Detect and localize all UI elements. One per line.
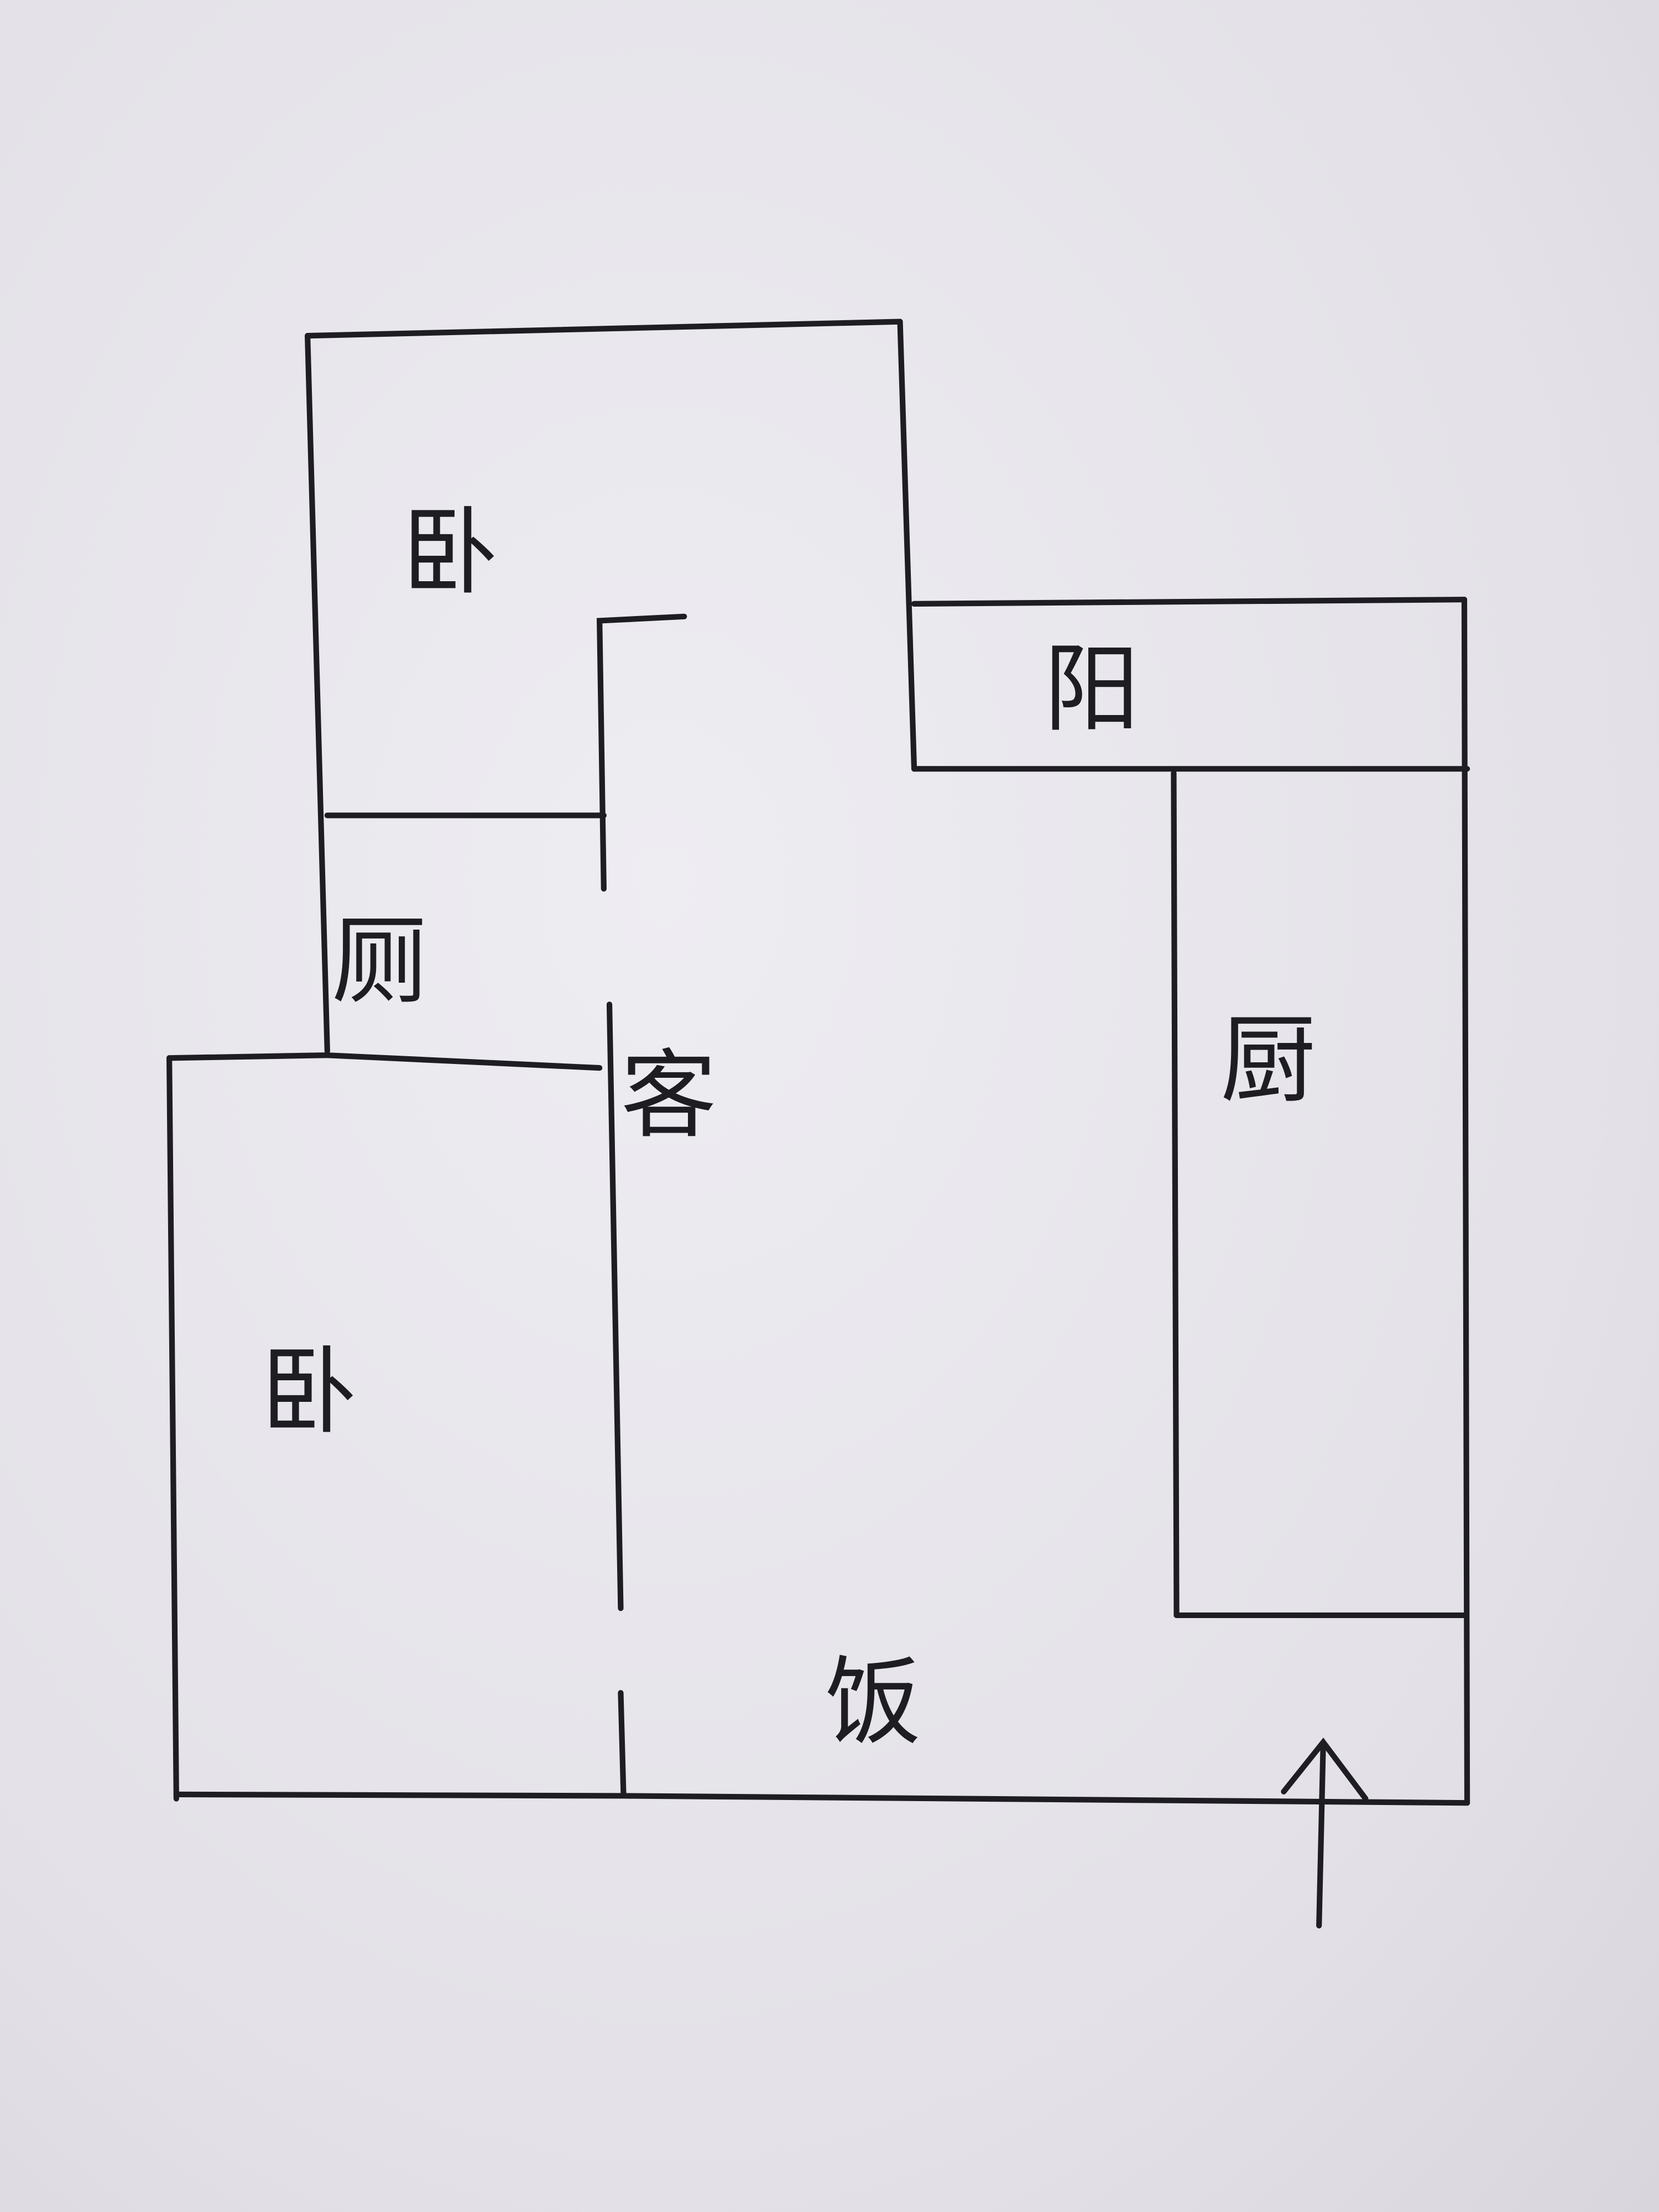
south-wall	[620, 1793, 1470, 1806]
room-label-kitchen: 厨	[1220, 1004, 1316, 1116]
room-label-bedroom-south: 卧	[261, 1336, 357, 1448]
north-bedroom-top-wall	[305, 319, 903, 339]
toilet-bottom-wall	[324, 1052, 603, 1071]
room-label-bedroom-north: 卧	[402, 497, 498, 608]
room-label-balcony: 阳	[1044, 633, 1140, 745]
south-bedroom-right-wall-upper	[606, 1001, 624, 1611]
north-bedroom-right-wall	[897, 319, 917, 772]
east-wall	[1461, 597, 1470, 1806]
walls	[166, 319, 1470, 1806]
south-bedroom-top-wall	[166, 1052, 330, 1061]
inner-wall-stub	[597, 613, 687, 892]
south-bedroom-right-wall-lower	[618, 1690, 627, 1799]
south-bedroom-bottom-wall	[173, 1791, 627, 1799]
south-bedroom-left-wall	[166, 1055, 179, 1802]
room-label-dining: 饭	[825, 1646, 921, 1758]
north-bedroom-left-wall	[305, 333, 330, 1054]
room-label-living-room: 客	[620, 1040, 716, 1151]
arrow-up-icon	[1281, 1738, 1369, 1929]
room-label-toilet: 厕	[331, 905, 427, 1017]
balcony-top-wall	[911, 597, 1468, 607]
kitchen-left-wall	[1171, 770, 1180, 1619]
